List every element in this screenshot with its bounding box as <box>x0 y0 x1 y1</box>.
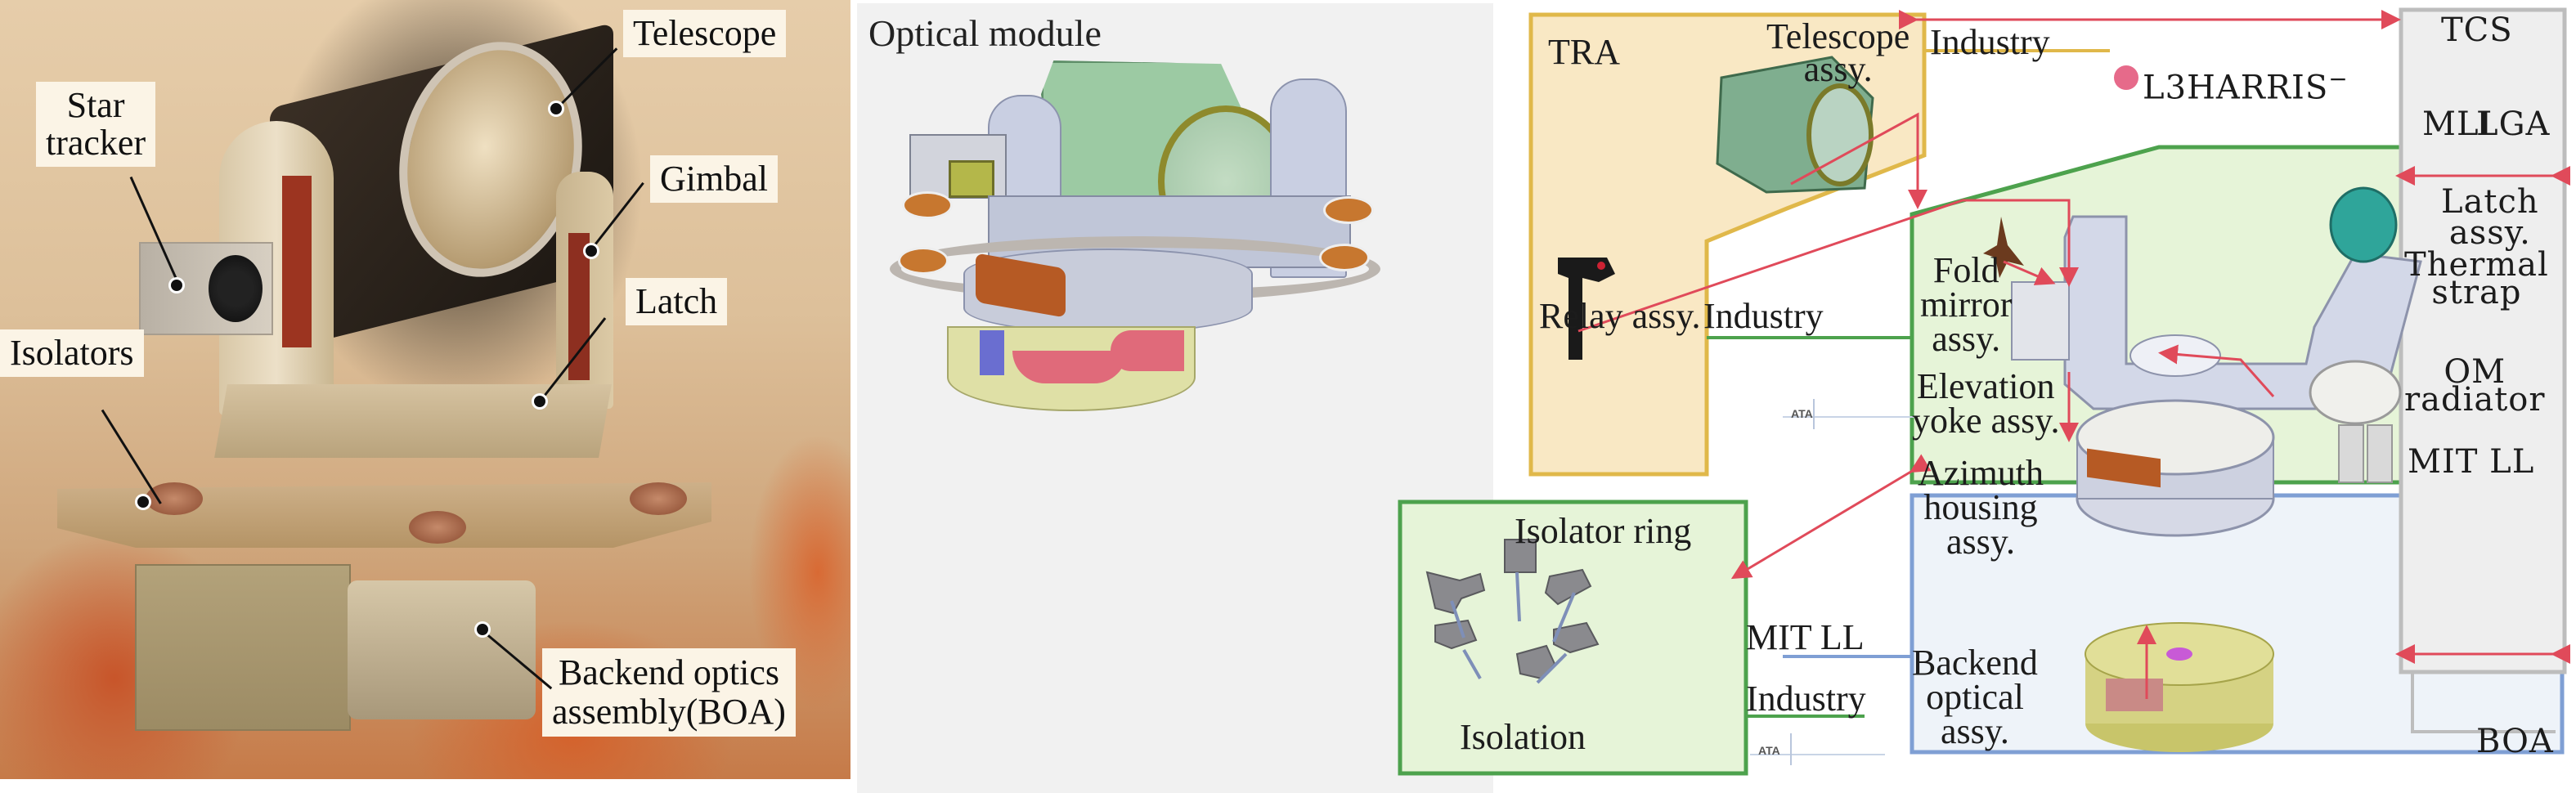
cad-panel-title: Optical module <box>868 12 1102 54</box>
label-star-tracker: Star tracker <box>36 82 156 167</box>
supplier-mit-ll-left: MIT LL <box>1746 617 1865 657</box>
group-label-boa: BOA <box>2476 723 2554 760</box>
label-telescope-assy: Telescope assy. <box>1766 16 1910 89</box>
supplier-l3harris: L3HARRIS− <box>2143 65 2349 107</box>
group-label-tcs: TCS <box>2441 11 2513 49</box>
label-latch-assy: Latch assy. <box>2441 183 2539 252</box>
label-latch: Latch <box>626 278 728 325</box>
group-label-lga: LGA <box>2476 105 2551 143</box>
cad-model-panel: Optical module <box>857 3 1493 793</box>
arrow-telescope-fold <box>1790 112 1928 209</box>
supplier-industry-mid: Industry <box>1703 296 1824 336</box>
arrow-azimuth-isolator <box>1730 454 1932 580</box>
label-mli: MLI <box>2422 105 2493 143</box>
cad-thermal-strap <box>1111 330 1184 371</box>
isolator <box>630 482 687 515</box>
label-gimbal: Gimbal <box>650 155 778 203</box>
supplier-industry-bottom: Industry <box>1746 679 1866 719</box>
leader-dot-gimbal <box>586 245 597 257</box>
latch-assy-illustration <box>2309 360 2402 483</box>
cad-boa-panel <box>980 330 1004 375</box>
cad-isolator <box>1323 196 1374 224</box>
cad-star-tracker-lens <box>949 160 994 198</box>
group-label-tra: TRA <box>1548 32 1620 72</box>
hardware-photo-panel: Telescope Star tracker Gimbal Latch Isol… <box>0 0 850 779</box>
isolator <box>146 482 203 515</box>
supplier-industry-top: Industry <box>1930 22 2050 62</box>
supplier-mit-ll-right: MIT LL <box>2408 443 2535 481</box>
label-boa: Backend optics assembly(BOA) <box>542 648 796 737</box>
label-isolator-ring: Isolator ring <box>1515 511 1692 551</box>
gimbal-right-arm-stripe <box>568 233 590 380</box>
cad-isolator <box>898 247 949 275</box>
cad-thermal-strap <box>1012 351 1127 383</box>
label-thermal-strap: Thermal strap <box>2404 246 2549 311</box>
cad-isolator <box>902 191 953 219</box>
arrow-latch-yoke <box>2158 344 2275 397</box>
ata-logo-text-mid: ATA <box>1791 407 1813 420</box>
leader-dot-star-tracker <box>171 280 182 291</box>
label-isolators: Isolators <box>0 329 144 377</box>
label-telescope: Telescope <box>623 10 787 57</box>
label-om-radiator: OM radiator <box>2404 353 2546 419</box>
leader-dot-latch <box>534 396 545 407</box>
gimbal-left-arm-stripe <box>282 176 312 347</box>
gimbal-base <box>214 384 612 458</box>
azimuth-housing-illustration <box>2076 399 2275 537</box>
label-azimuth-housing-assy: Azimuth housing assy. <box>1918 453 2044 562</box>
ata-logo-text-bottom: ATA <box>1758 744 1780 757</box>
label-elevation-yoke-assy: Elevation yoke assy. <box>1912 366 2060 441</box>
label-backend-optical-assy: Backend optical assy. <box>1912 643 2038 751</box>
l3harris-logo-icon <box>2114 65 2138 90</box>
star-tracker-lens <box>209 255 263 322</box>
leader-dot-boa <box>477 624 488 635</box>
leader-dot-telescope <box>550 103 562 114</box>
isolator <box>409 511 466 544</box>
backend-optical-illustration <box>2085 622 2274 752</box>
label-fold-mirror-assy: Fold mirror assy. <box>1920 250 2013 359</box>
cad-isolator <box>1319 244 1370 271</box>
group-label-isolation: Isolation <box>1460 717 1586 757</box>
elevation-yoke-illustration <box>2011 186 2422 410</box>
label-relay-assy: Relay assy. <box>1539 296 1701 336</box>
backend-housing <box>135 564 351 731</box>
leader-dot-isolators <box>137 496 149 508</box>
